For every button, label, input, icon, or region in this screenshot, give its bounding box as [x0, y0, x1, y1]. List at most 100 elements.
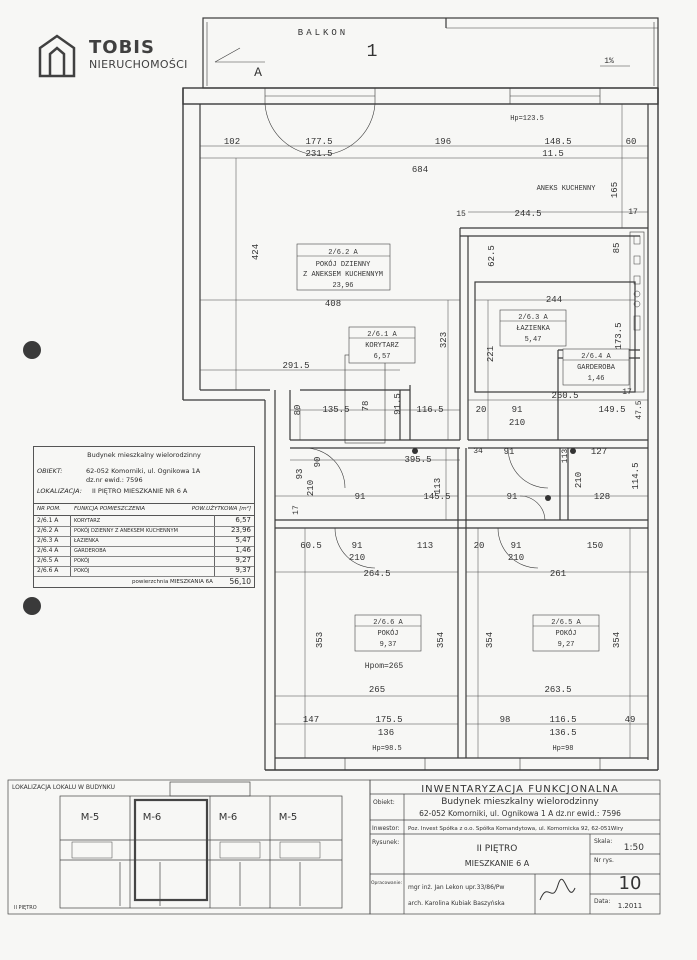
dim-128: 128: [594, 492, 610, 502]
summary-row-nr: 2/6.5 A: [37, 557, 59, 564]
dim-91-5: 91.5: [393, 393, 403, 415]
dim-136-5: 136.5: [549, 728, 576, 738]
tb-opracowanie-label: Opracowanie:: [371, 880, 402, 886]
title-block-text: INWENTARYZACJA FUNKCJONALNA Obiekt: Budy…: [371, 784, 644, 910]
marker-dot: [412, 448, 418, 454]
dim-354c: 354: [612, 632, 622, 648]
dim-20a: 20: [476, 405, 487, 415]
dim-244: 244: [546, 295, 562, 305]
keyplan-label: M-6: [143, 812, 162, 823]
summary-row-func: POKÓJ: [74, 558, 90, 564]
summary-row-nr: 2/6.1 A: [37, 517, 59, 524]
room-name: POKÓJ: [555, 628, 576, 638]
dim-177-5: 177.5: [305, 137, 332, 147]
keyplan-label: M-6: [219, 812, 238, 823]
dim-17a: 17: [628, 208, 638, 217]
tb-rysunek-label: Rysunek:: [372, 839, 399, 846]
hp-98-5: Hp=98.5: [372, 745, 401, 753]
marker-dot: [545, 495, 551, 501]
dim-60-5: 60.5: [300, 541, 322, 551]
dim-20b: 20: [474, 541, 485, 551]
dim-424: 424: [251, 244, 261, 260]
summary-row-area: 9,37: [235, 566, 251, 574]
tb-obiekt-line2: 62-052 Komorniki, ul. Ognikowa 1 A dz.nr…: [419, 809, 621, 818]
title-block: [369, 779, 661, 915]
room-area: 9,37: [380, 641, 397, 649]
punch-hole-top: [23, 341, 41, 359]
room-name-2: Z ANEKSEM KUCHENNYM: [303, 271, 383, 279]
dim-91f: 91: [511, 541, 522, 551]
summary-row-nr: 2/6.4 A: [37, 547, 59, 554]
dim-263-5: 263.5: [544, 685, 571, 695]
dim-150: 150: [587, 541, 603, 551]
summary-col-nr: NR POM.: [37, 506, 61, 512]
dim-116-5b: 116.5: [549, 715, 576, 725]
summary-row-nr: 2/6.6 A: [37, 567, 59, 574]
room-name: GARDEROBA: [577, 364, 616, 372]
dim-210c: 210: [574, 472, 584, 488]
keyplan-label: M-5: [81, 812, 100, 823]
summary-row-area: 23,96: [230, 526, 251, 534]
summary-dznr: dz.nr ewid.: 7596: [86, 476, 143, 484]
summary-total-label: powierzchnia MIESZKANIA 6A: [132, 579, 213, 585]
tb-nrrys-value: 10: [619, 873, 642, 894]
dim-196: 196: [435, 137, 451, 147]
room-id: 2/6.3 A: [518, 314, 548, 322]
dim-260-5: 260.5: [551, 391, 578, 401]
dim-135-5: 135.5: [322, 405, 349, 415]
tb-obiekt-label: Obiekt:: [373, 799, 395, 806]
room-id: 2/6.6 A: [373, 619, 403, 627]
dim-85: 85: [612, 243, 622, 254]
room-name: POKÓJ DZIENNY: [316, 259, 371, 269]
dim-684: 684: [412, 165, 428, 175]
room-name: ŁAZIENKA: [516, 325, 550, 333]
room-name: POKÓJ: [377, 628, 398, 638]
room-area: 23,96: [332, 282, 353, 290]
dim-354a: 354: [436, 632, 446, 648]
dim-148-5: 148.5: [544, 137, 571, 147]
dim-80: 80: [293, 405, 303, 416]
dim-34: 34: [473, 447, 483, 456]
balcony-label: BALKON: [298, 28, 348, 38]
dim-116-5: 116.5: [416, 405, 443, 415]
dim-91d: 91: [507, 492, 518, 502]
hp-98: Hp=98: [552, 745, 573, 753]
hpom-label: Hpom=265: [365, 662, 404, 671]
dim-353: 353: [315, 632, 325, 648]
dim-210e: 210: [508, 553, 524, 563]
tb-rysunek-line2: MIESZKANIE 6 A: [465, 859, 530, 868]
dim-90: 90: [313, 457, 323, 468]
tb-heading: INWENTARYZACJA FUNKCJONALNA: [421, 784, 619, 795]
slope-label: 1%: [604, 57, 614, 66]
summary-row-func: POKÓJ DZIENNY Z ANEKSEM KUCHENNYM: [74, 528, 178, 534]
dim-49: 49: [625, 715, 636, 725]
tb-author2: arch. Karolina Kubiak Baszyńska: [408, 900, 505, 907]
dim-264-5: 264.5: [363, 569, 390, 579]
logo-subtitle: NIERUCHOMOŚCI: [89, 58, 188, 71]
dim-91b: 91: [504, 447, 515, 457]
summary-building: Budynek mieszkalny wielorodzinny: [87, 451, 201, 459]
dim-127: 127: [591, 447, 607, 457]
tb-nrrys-label: Nr rys.: [594, 857, 614, 864]
dim-47-5: 47.5: [635, 400, 644, 419]
dim-17c: 17: [292, 505, 301, 515]
tb-skala-label: Skala:: [594, 838, 612, 845]
summary-lokalizacja-value: II PIĘTRO MIESZKANIE NR 6 A: [92, 487, 188, 495]
summary-row-func: POKÓJ: [74, 568, 90, 574]
dim-91c: 91: [355, 492, 366, 502]
summary-lokalizacja-label: LOKALIZACJA:: [37, 487, 82, 495]
dim-261: 261: [550, 569, 566, 579]
room-id: 2/6.2 A: [328, 249, 358, 257]
summary-col-func: FUNKCJA POMIESZCZENIA: [74, 506, 146, 512]
room-area: 1,46: [588, 375, 605, 383]
house-logo-icon: [38, 34, 76, 78]
summary-row-func: GARDEROBA: [74, 548, 107, 554]
summary-row-nr: 2/6.3 A: [37, 537, 59, 544]
dimension-lines: [200, 104, 648, 758]
dim-11-5: 11.5: [542, 149, 564, 159]
tb-skala-value: 1:50: [624, 843, 644, 853]
dim-231-5: 231.5: [305, 149, 332, 159]
